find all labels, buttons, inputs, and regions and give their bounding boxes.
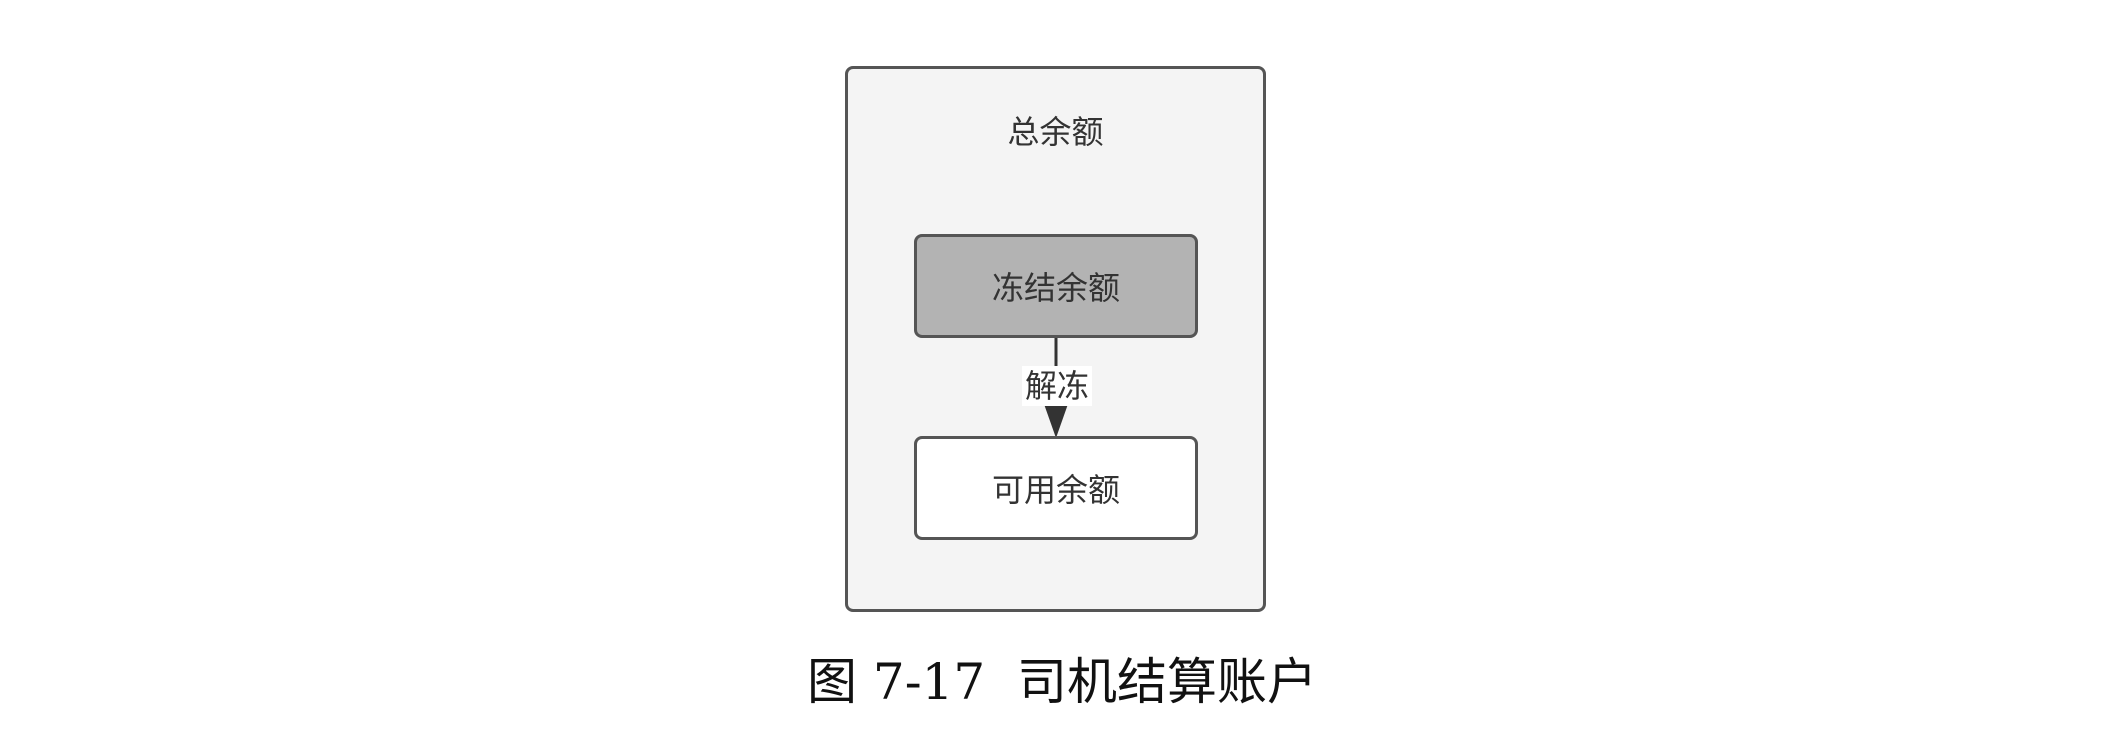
- frozen-balance-node: 冻结余额: [914, 234, 1198, 338]
- available-balance-node: 可用余额: [914, 436, 1198, 540]
- figure-caption: 图 7-17 司机结算账户: [806, 653, 1317, 711]
- available-balance-label: 可用余额: [991, 471, 1120, 509]
- frozen-balance-label: 冻结余额: [991, 269, 1120, 307]
- unfreeze-edge-label: 解冻: [1022, 366, 1092, 406]
- total-balance-title: 总余额: [1007, 113, 1104, 151]
